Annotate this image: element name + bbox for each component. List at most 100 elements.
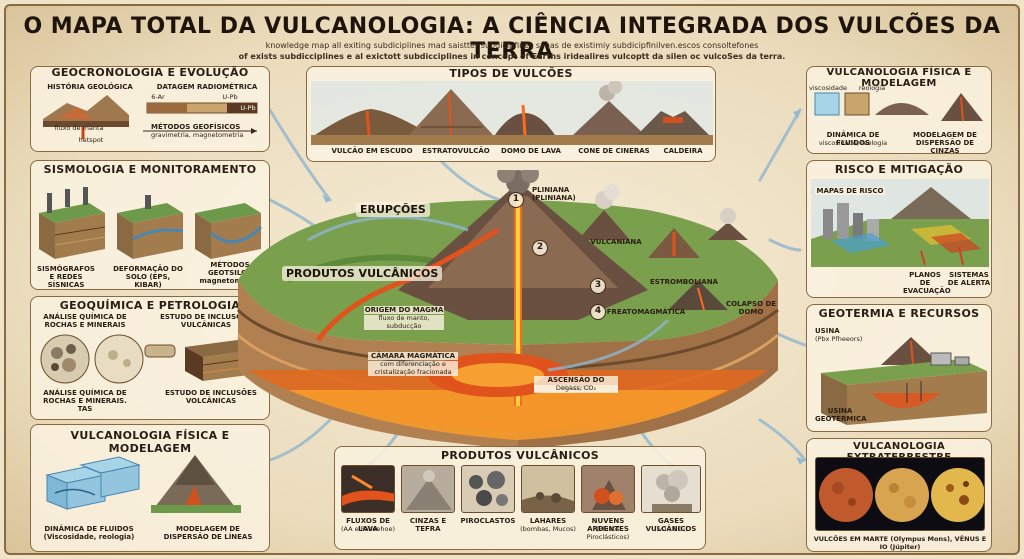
panel-geocronologia: GEOCRONOLOGIA E EVOLUÇÃO HISTÓRIA GEOLÓG… [30,66,270,152]
panel-title: VULCANOLOGIA FÍSICA E MODELAGEM [826,67,972,89]
panel-extraterrestre: VULCANOLOGIA EXTRATERRESTRE VULCÕES EM M… [806,438,992,552]
panel-title: RISCO E MITIGAÇÃO [834,163,964,176]
deformacao-label: DEFORMAÇÃO DO SOLO (EPS, KIBAR) [113,265,183,289]
panel-risco: RISCO E MITIGAÇÃO MAPAS DE RISCO PLANOS … [806,160,992,298]
panel-title: GEOQUÍMICA E PETROLOGIA [59,299,241,312]
panel-tipos: TIPOS DE VULCÕES VULCÃO EM ESCUDO ESTRAT… [306,66,716,162]
panel-fisica-left: VULCANOLOGIA FÍSICA E MODELAGEM DINÂMICA… [30,424,270,552]
vulcaniana-label: VULCANIANA [590,238,642,246]
monitoring-illustration [39,187,263,259]
panel-title: GEOTERMIA E RECURSOS [818,307,980,320]
product-label: LAHARES [529,517,567,525]
datagem-label: DATAGEM RADIOMÉTRICA [156,83,258,91]
historia-label: HISTÓRIA GEOLÓGICA [47,83,133,91]
product-sub: (AA e Pahoehoe) [340,525,396,533]
geothermal-illustration [821,337,987,425]
usina2-label: USINA GEOTÉRMICA [815,407,867,423]
product-sub: (Fluxos Piroclásticos) [586,525,630,541]
mapas-label: MAPAS DE RISCO [815,187,885,195]
stage-number: 3 [590,278,606,294]
viscosidade-label: viscosidade [809,84,848,92]
sistemas-label: SISTEMAS DE ALERTA [947,271,991,287]
product-tile-lahares [521,465,575,513]
tipo-label: DOMO DE LAVA [501,147,561,155]
pliniana-label: PLINIANA (PLINIANA) [532,186,576,202]
product-label: CINZAS E TEFRA [409,517,447,533]
estudo-label-2: ESTUDO DE INCLUSÕES VOLCÂNICAS [165,389,257,405]
metodos-sub-label: gravimetria, magnetometria [151,131,244,139]
reologia-label: reologia [858,84,886,92]
subtitle: knowledge map all exiting subdiciplines … [230,40,794,62]
fluid-model-illustration [814,92,983,122]
metodos-label: MÉTODOS GEOFÍSICOS [151,123,241,131]
ascensao-sub-label: Degass, CO₂ [534,384,618,393]
product-tile-piroclastos [461,465,515,513]
subtitle-line-2: of exists subdicciplines e al exictott s… [238,52,786,61]
pyroclast-icon [469,471,508,506]
ar-label: 6-Ar [151,93,165,101]
dinamica-right-sub: viscosidade, reologia [818,139,888,147]
produtos-center-label: PRODUTOS VULCÂNICOS [282,266,443,281]
lava-flow-icon [342,474,394,506]
panel-title: VULCANOLOGIA FÍSICA E MODELAGEM [70,429,230,455]
tipo-label: CALDEIRA [663,147,703,155]
product-label: PIROCLASTOS [460,517,516,525]
planets-illustration [819,468,984,522]
dinamica-label: DINÂMICA DE FLUIDOS (Viscosidade, reolog… [43,525,135,541]
fluid-dynamics-illustration [45,455,241,513]
analise-label-2: ANÁLISE QUÍMICA DE ROCHAS E MINERAIS. TA… [43,389,127,413]
panel-geoquimica: GEOQUÍMICA E PETROLOGIA ANÁLISE QUÍMICA … [30,296,270,420]
central-volcano-block-diagram [236,170,779,450]
stage-number: 4 [590,304,606,320]
usina1-sub-label: (Pbx Pfheeors) [815,335,863,343]
main-title: O MAPA TOTAL DA VULCANOLOGIA: A CIÊNCIA … [23,14,1001,64]
gas-icon [652,470,692,512]
sismografos-label: SISMÓGRAFOS E REDES SÍSNICAS [37,265,95,289]
modelagem-right-label: MODELAGEM DE DISPERSÃO DE CINZAS [913,131,977,155]
upb-label: U-Pb [222,93,238,101]
panel-sismologia: SISMOLOGIA E MONITORAMENTO SISMÓGRAFOS E… [30,160,270,290]
subtitle-line-1: knowledge map all exiting subdiciplines … [265,41,759,50]
product-tile-cinzas [401,465,455,513]
product-sub: (SO₂, CO₂) [654,525,688,533]
origem-sub-label: fluxo de manto, subducção [364,314,444,330]
fluxo-label: fluxo de manta [54,124,104,132]
product-tile-nuvens [581,465,635,513]
product-label: GASES VULCÂNICOS [645,517,697,533]
estudo-label-1: ESTUDO DE INCLUSÕES VULCÂNICAS [160,313,252,329]
planos-label: PLANOS DE EVACUAÇÃO [903,271,951,295]
ash-icon [406,470,452,510]
panel-title: GEOCRONOLOGIA E EVOLUÇÃO [51,66,249,79]
panel-title: SISMOLOGIA E MONITORAMENTO [43,163,257,176]
freatomagmatica-label: FREATOMAGMÁTICA [606,308,686,316]
hotspot-label: hetspot [78,136,104,144]
panel-geotermia: GEOTERMIA E RECURSOS USINA (Pbx Pfheeors… [806,304,992,432]
product-tile-gases [641,465,701,513]
geology-timeline-illustration [43,95,258,139]
product-label: NUVENS ARDENTES [587,517,629,533]
modelagem-label: MODELAGEM DE DISPERSÃO DE LÍNEAS [163,525,253,541]
extra-caption: VULCÕES EM MARTE (Olympus Mons), VÊNUS E… [813,535,987,551]
usina1-label: USINA [815,327,840,335]
product-tile-lava [341,465,395,513]
tipo-label: CONE DE CINERAS [578,147,650,155]
stage-number: 2 [532,240,548,256]
camara-label: CÂMARA MAGMÁTICA [368,352,458,360]
origem-label: ORIGEM DO MAGMA [364,306,444,314]
product-label: FLUXOS DE LAVA [346,517,390,533]
analise-label-1: ANÁLISE QUÍMICA DE ROCHAS E MINERAIS [43,313,127,329]
tipo-label: ESTRATOVULCÃO [422,147,490,155]
product-sub: (bombas, Mucos) [520,525,576,533]
planets-tile [815,457,985,531]
panel-title: TIPOS DE VULCÕES [449,67,573,80]
upb-label-2: U-Pb [240,104,256,112]
volcano-types-illustration [311,81,713,145]
estromboliana-label: ESTROMBOLIANA [650,278,718,286]
stage-number: 1 [508,192,524,208]
panel-fisica-right: VULCANOLOGIA FÍSICA E MODELAGEM viscosid… [806,66,992,155]
lahar-icon [522,492,574,512]
pyroclastic-flow-icon [592,480,626,510]
camara-sub-label: com diferenciação e cristalização fracio… [368,360,458,376]
dinamica-right-label: DINÂMICA DE FLUIDOS [826,131,880,147]
metodos-geot-label: MÉTODOS GEOTSILOS magnetometria [199,261,261,285]
